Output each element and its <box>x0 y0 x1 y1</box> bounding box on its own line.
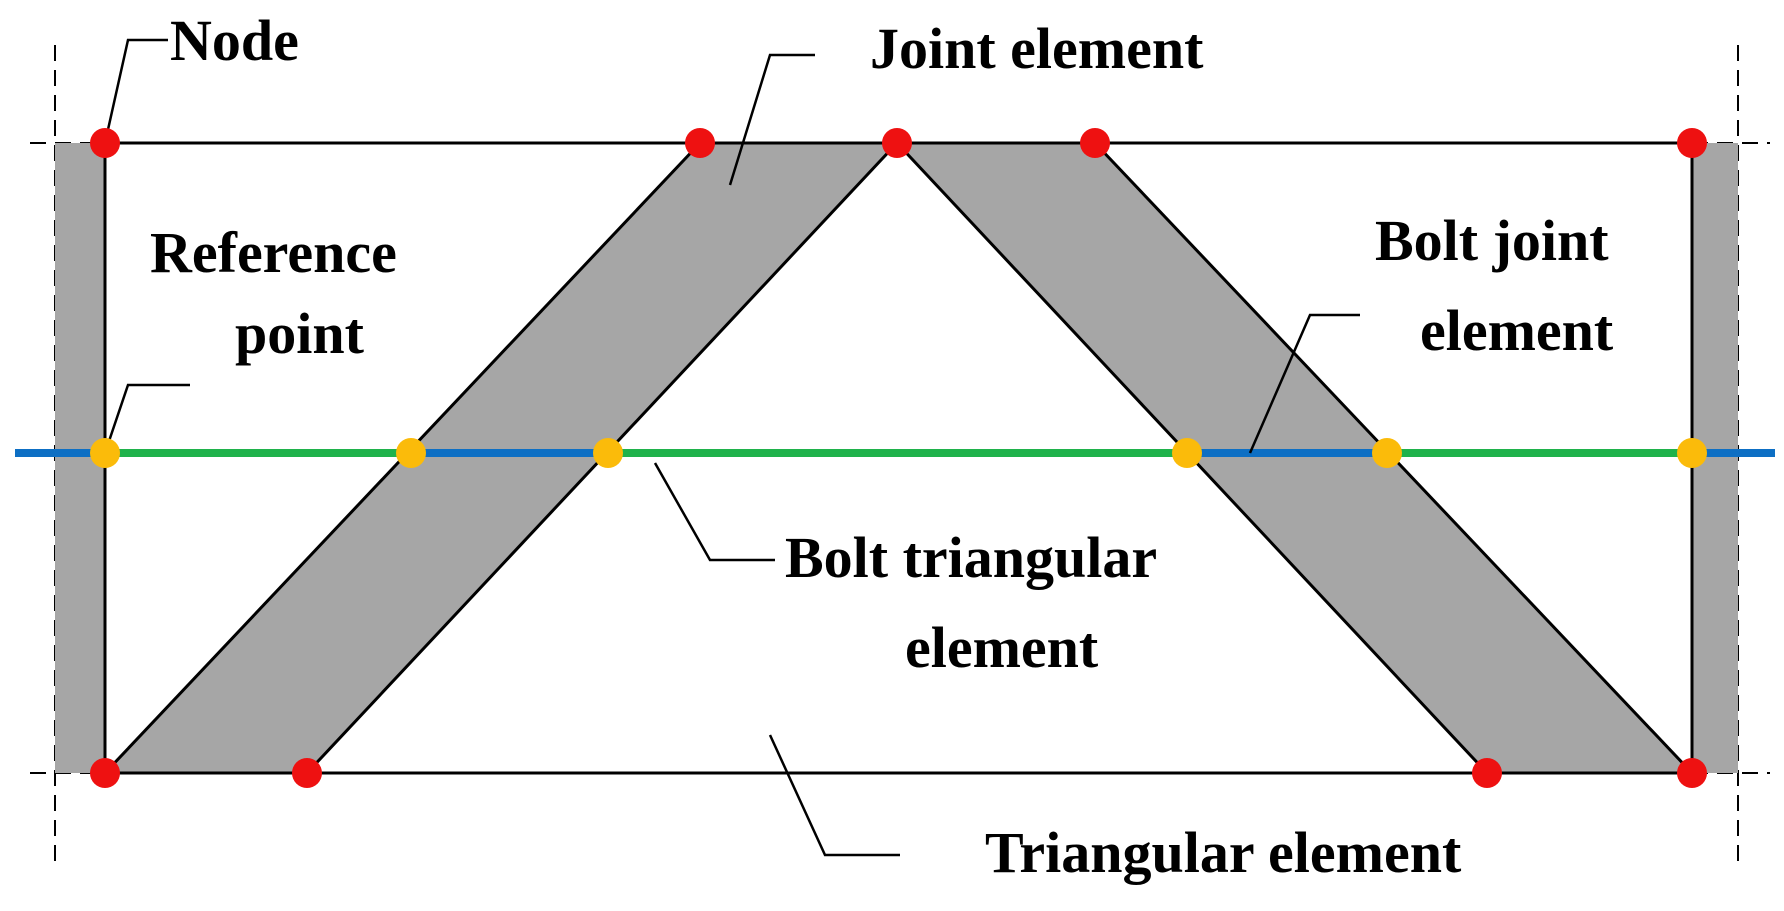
bolt-joint-label-line2: element <box>1420 298 1614 363</box>
joint-elements <box>55 143 1738 773</box>
leader-lines <box>103 38 1360 857</box>
labels: Node Joint element Reference point Bolt … <box>150 8 1614 885</box>
joint-element-label: Joint element <box>870 16 1204 81</box>
node-bottom-2 <box>292 758 322 788</box>
joint-element-left-edge <box>55 143 105 773</box>
bolt-triangular-label-line1: Bolt triangular <box>785 525 1157 590</box>
reference-point-label-line2: point <box>235 301 365 366</box>
node-bottom-3 <box>1472 758 1502 788</box>
reference-point-3 <box>593 438 623 468</box>
reference-point-1 <box>90 438 120 468</box>
reference-point-2 <box>396 438 426 468</box>
node-top-4 <box>1080 128 1110 158</box>
reference-point-4 <box>1172 438 1202 468</box>
reference-point-6 <box>1677 438 1707 468</box>
node-top-3 <box>882 128 912 158</box>
node-top-1 <box>90 128 120 158</box>
joint-element-right-edge <box>1692 143 1738 773</box>
node-top-5 <box>1677 128 1707 158</box>
node-leader <box>103 38 168 144</box>
bolt-joint-leader <box>1248 313 1360 454</box>
bolt-triangular-leader <box>653 462 775 562</box>
triangular-element-leader <box>768 734 900 857</box>
triangular-element-label: Triangular element <box>985 820 1462 885</box>
node-bottom-4 <box>1677 758 1707 788</box>
nodes <box>90 128 1707 788</box>
reference-point-label-line1: Reference <box>150 220 397 285</box>
joint-element-left-diagonal <box>105 143 897 773</box>
joint-element-right-diagonal <box>897 143 1692 773</box>
reference-points <box>90 438 1707 468</box>
node-top-2 <box>685 128 715 158</box>
bolt-joint-label-line1: Bolt joint <box>1375 208 1609 273</box>
reference-point-5 <box>1372 438 1402 468</box>
bolt-triangular-label-line2: element <box>905 615 1099 680</box>
joint-element-leader <box>728 53 815 186</box>
node-label: Node <box>170 8 299 73</box>
node-bottom-1 <box>90 758 120 788</box>
reference-point-leader <box>103 383 190 454</box>
